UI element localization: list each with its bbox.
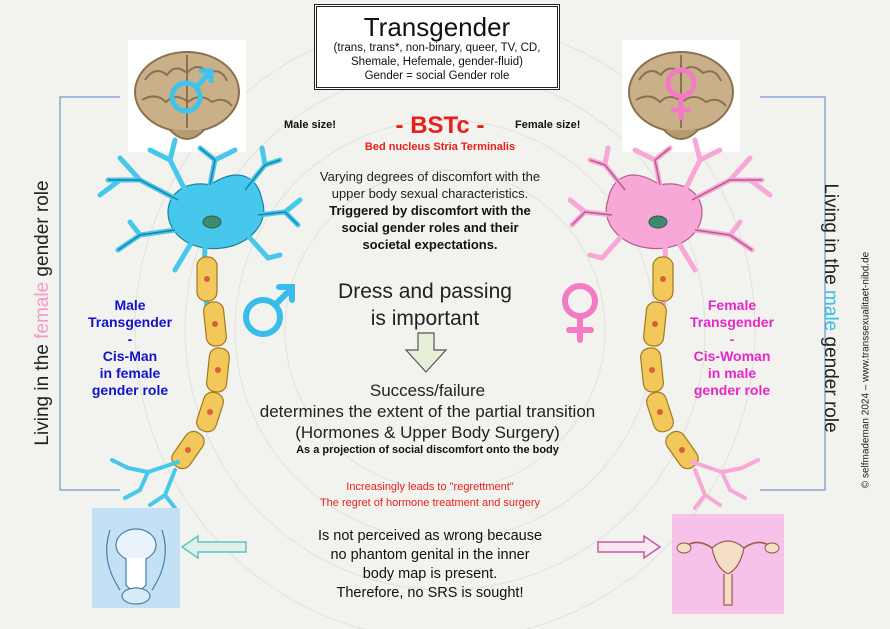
success-text: Success/failure determines the extent of…: [225, 380, 630, 457]
discomfort-bold-2: social gender roles and their: [341, 220, 519, 235]
left-role-label: Male Transgender - Cis-Man in female gen…: [72, 297, 188, 399]
discomfort-bold-1: Triggered by discomfort with the: [329, 203, 531, 218]
left-label-1: Male: [114, 297, 146, 313]
discomfort-line-2: upper body sexual characteristics.: [331, 186, 529, 201]
title-subtitle-1: (trans, trans*, non-binary, queer, TV, C…: [333, 42, 541, 54]
conclusion-line-2: no phantom genital in the inner: [330, 547, 530, 563]
copyright-text: © selfmademan 2024 – www.transsexualitae…: [860, 251, 872, 489]
success-line-4: As a projection of social discomfort ont…: [296, 444, 559, 456]
success-line-2: determines the extent of the partial tra…: [259, 402, 596, 421]
regret-line-1: Increasingly leads to "regrettment": [346, 481, 514, 493]
down-arrow-icon: [404, 332, 448, 373]
male-neuron-icon: [97, 137, 303, 510]
left-vertical-prefix: Living in the: [32, 338, 53, 446]
brain-female-icon: [622, 40, 740, 152]
dress-text: Dress and passing is important: [300, 278, 550, 332]
left-vertical-label: Living in the female gender role: [32, 180, 54, 445]
male-anatomy-icon: [92, 508, 180, 608]
dress-line-1: Dress and passing: [338, 280, 512, 303]
male-symbol-icon: [243, 284, 295, 337]
female-symbol-icon: [562, 283, 598, 343]
brain-male-icon: [128, 40, 246, 152]
regret-line-2: The regret of hormone treatment and surg…: [319, 497, 541, 509]
bstc-subtitle: Bed nucleus Stria Terminalis: [364, 141, 516, 153]
right-label-6: gender role: [693, 382, 771, 398]
left-label-4: Cis-Man: [102, 348, 158, 364]
right-vertical-suffix: gender role: [820, 331, 841, 433]
left-label-5: in female: [99, 365, 161, 381]
conclusion-text: Is not perceived as wrong because no pha…: [290, 527, 570, 603]
title-box: Transgender (trans, trans*, non-binary, …: [314, 4, 560, 90]
regret-text: Increasingly leads to "regrettment" The …: [270, 479, 590, 511]
success-line-3: (Hormones & Upper Body Surgery): [295, 423, 560, 442]
left-vertical-suffix: gender role: [32, 180, 53, 282]
right-vertical-highlight: male: [820, 290, 841, 332]
conclusion-line-3: body map is present.: [362, 566, 498, 582]
right-label-5: in male: [707, 365, 757, 381]
conclusion-line-4: Therefore, no SRS is sought!: [336, 585, 524, 601]
discomfort-bold-3: societal expectations.: [362, 237, 498, 252]
left-label-6: gender role: [91, 382, 169, 398]
dress-line-2: is important: [370, 307, 480, 330]
right-label-4: Cis-Woman: [693, 348, 771, 364]
success-line-1: Success/failure: [369, 381, 486, 400]
left-arrow-icon: [180, 534, 247, 560]
bstc-title: - BSTc -: [395, 112, 485, 139]
right-label-2: Transgender: [689, 314, 775, 330]
title-subtitle-3: Gender = social Gender role: [364, 70, 510, 82]
female-size-label: Female size!: [515, 119, 581, 131]
right-bracket-line: [760, 96, 826, 491]
female-neuron-icon: [567, 137, 773, 510]
left-vertical-highlight: female: [32, 281, 53, 339]
right-arrow-icon: [597, 534, 662, 560]
female-anatomy-icon: [672, 514, 784, 614]
male-size-label: Male size!: [284, 119, 336, 131]
left-label-2: Transgender: [87, 314, 173, 330]
discomfort-line-1: Varying degrees of discomfort with the: [319, 169, 541, 184]
right-label-1: Female: [707, 297, 757, 313]
left-label-3: -: [127, 331, 133, 347]
title-subtitle-2: Shemale, Hefemale, gender-fluid): [351, 56, 523, 68]
right-label-3: -: [729, 331, 735, 347]
conclusion-line-1: Is not perceived as wrong because: [317, 528, 543, 544]
right-vertical-label: Living in the male gender role: [819, 183, 841, 432]
right-role-label: Female Transgender - Cis-Woman in male g…: [674, 297, 790, 399]
left-bracket-line: [59, 96, 120, 491]
discomfort-text: Varying degrees of discomfort with the u…: [290, 168, 570, 253]
page-title: Transgender: [363, 12, 511, 42]
right-vertical-prefix: Living in the: [820, 183, 841, 291]
